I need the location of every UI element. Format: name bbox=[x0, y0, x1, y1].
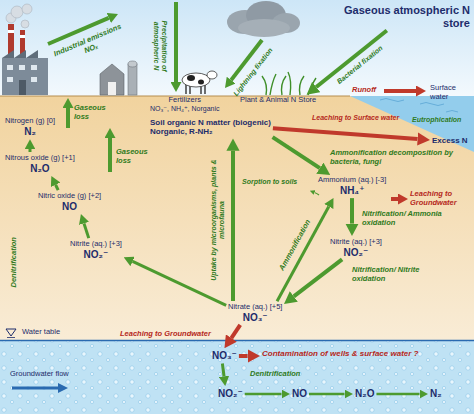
node-title: Nitrite (aq.) [+3] bbox=[330, 238, 382, 247]
node-title: NO₃⁻ bbox=[212, 350, 237, 362]
chemical-formula: NO₂⁻ bbox=[330, 247, 382, 259]
flow-arrow bbox=[56, 185, 59, 190]
excess-nitrogen: Excess N bbox=[432, 136, 468, 145]
process-label: Denitrification bbox=[10, 237, 19, 287]
contamination-note: Contamination of wells & surface water ? bbox=[262, 349, 418, 358]
species-node: NO₂⁻ bbox=[218, 388, 243, 400]
flow-arrows bbox=[12, 2, 416, 388]
flow-arrow bbox=[350, 198, 354, 223]
node-title: Contamination of wells & surface water ? bbox=[262, 349, 418, 358]
process-label: Denitrification bbox=[250, 370, 300, 379]
species-node: Nitrous oxide (g) [+1]N₂O bbox=[5, 154, 75, 174]
water-table-symbol bbox=[6, 329, 16, 338]
sky bbox=[0, 0, 474, 96]
flow-arrow bbox=[231, 151, 235, 301]
node-title: Gaseous atmospheric N store bbox=[338, 4, 470, 29]
flow-arrow bbox=[245, 393, 282, 396]
cow-icon bbox=[182, 71, 217, 94]
species-node: N₂O bbox=[355, 388, 374, 400]
groundwater-bubbles bbox=[0, 341, 474, 414]
species-node: Nitrogen (g) [0]N₂ bbox=[5, 117, 55, 137]
node-title: Nitrous oxide (g) [+1] bbox=[5, 154, 75, 163]
node-title: Nitric oxide (g) [+2] bbox=[38, 192, 101, 201]
process-label: Gaseous loss bbox=[74, 104, 110, 121]
atmosphere-store: Gaseous atmospheric N store bbox=[338, 4, 470, 29]
process-label: Nitrification/ Ammonia oxidation bbox=[362, 210, 444, 227]
chemical-formula: N₂O bbox=[5, 163, 75, 175]
soil-layer bbox=[0, 96, 474, 341]
chemical-formula: NO₃⁻ bbox=[228, 312, 282, 324]
node-title: Ammonium (aq.) [-3] bbox=[318, 176, 386, 185]
node-title: Plant & Animal N Store bbox=[240, 96, 316, 105]
flow-arrow bbox=[273, 128, 418, 139]
node-title: N₂O bbox=[355, 388, 374, 400]
biomass-store: Plant & Animal N Store bbox=[240, 96, 316, 105]
node-title: Nitrogen (g) [0] bbox=[5, 117, 55, 126]
flow-arrow bbox=[277, 206, 329, 301]
process-label: Leaching to Groundwater bbox=[120, 330, 211, 339]
species-node: N₂ bbox=[430, 388, 442, 400]
chemical-formula: NO bbox=[38, 201, 101, 213]
node-title: Excess N bbox=[432, 136, 468, 145]
species-node: NO₃⁻ bbox=[212, 350, 237, 362]
node-title: Nitrate (aq.) [+5] bbox=[228, 303, 282, 312]
process-label: Sorption to soils bbox=[242, 178, 297, 186]
node-title: NO₂⁻ bbox=[218, 388, 243, 400]
species-node: Nitrate (aq.) [+5]NO₃⁻ bbox=[228, 303, 282, 323]
factory-icon bbox=[2, 4, 48, 95]
water-table-line bbox=[0, 340, 474, 342]
groundwater bbox=[0, 341, 474, 414]
node-title: Nitrite (aq.) [+3] bbox=[70, 240, 122, 249]
node-title: Soil organic N matter (biogenic) bbox=[150, 118, 271, 127]
node-title: NO bbox=[292, 388, 307, 400]
region-label: Water table bbox=[22, 328, 60, 337]
flow-arrow bbox=[84, 223, 89, 238]
process-label: Precipitation of atmospheric N bbox=[152, 3, 168, 89]
fertilizer-store: FertilizersNO₃⁻, NH₄⁺, Norganic bbox=[150, 96, 220, 113]
flow-arrow bbox=[316, 31, 387, 87]
flow-arrow bbox=[273, 137, 320, 168]
species-node: NO bbox=[292, 388, 307, 400]
flow-arrow bbox=[376, 393, 419, 396]
process-label: Gaseous loss bbox=[116, 148, 152, 165]
chemical-formula: NH₄⁺ bbox=[318, 185, 386, 197]
species-node: Nitrite (aq.) [+3]NO₂⁻ bbox=[70, 240, 122, 260]
node-title: Fertilizers bbox=[150, 96, 220, 105]
soil-organic-matter: Soil organic N matter (biogenic)Norganic… bbox=[150, 118, 271, 136]
flow-arrow bbox=[294, 259, 342, 296]
chemical-formula: NO₃⁻, NH₄⁺, Norganic bbox=[150, 105, 220, 113]
chemical-formula: N₂ bbox=[5, 126, 55, 138]
process-label: Runoff bbox=[352, 86, 376, 95]
process-label: Nitrification/ Nitrite oxidation bbox=[352, 266, 437, 283]
species-node: Nitrite (aq.) [+3]NO₂⁻ bbox=[330, 238, 382, 258]
plants-icon bbox=[262, 72, 316, 95]
region-label: Surface water bbox=[430, 84, 472, 101]
process-label: Ammonification decomposition by bacteria… bbox=[330, 149, 455, 166]
flow-arrow bbox=[29, 149, 32, 152]
node-title: N₂ bbox=[430, 388, 442, 400]
species-node: Ammonium (aq.) [-3]NH₄⁺ bbox=[318, 176, 386, 196]
flow-arrow bbox=[231, 325, 240, 338]
farm-icon bbox=[100, 61, 137, 95]
flow-arrow bbox=[239, 354, 248, 358]
process-label: Leaching to Groundwater bbox=[410, 190, 470, 207]
region-label: Groundwater flow bbox=[10, 370, 69, 379]
process-label: Leaching to Surface water bbox=[312, 114, 399, 122]
chemical-formula: NO₂⁻ bbox=[70, 249, 122, 261]
species-node: Nitric oxide (g) [+2]NO bbox=[38, 192, 101, 212]
chemical-formula: Norganic, R-NH₂ bbox=[150, 127, 271, 136]
cloud-icon bbox=[227, 1, 300, 37]
process-label: Uptake by microorganisms, plants & micro… bbox=[210, 145, 226, 295]
process-label: Eutrophication bbox=[412, 116, 461, 124]
surface-water bbox=[350, 96, 474, 152]
flow-arrow bbox=[222, 363, 224, 376]
flow-arrow bbox=[309, 393, 345, 396]
